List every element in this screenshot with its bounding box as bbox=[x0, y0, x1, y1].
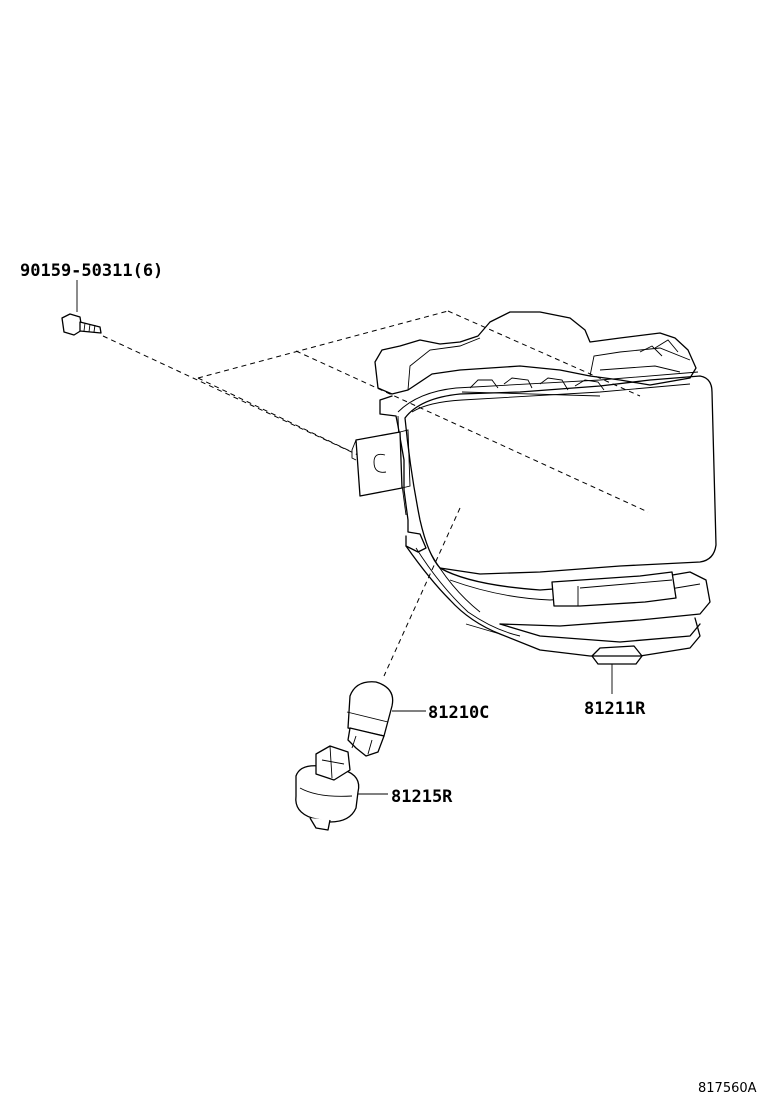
bulb-part[interactable] bbox=[346, 681, 394, 757]
bolt-part-number[interactable]: 90159-50311(6) bbox=[20, 261, 163, 281]
lamp-part-number[interactable]: 81211R bbox=[584, 699, 646, 719]
diagram-code: 817560A bbox=[698, 1081, 757, 1096]
assembly-guide-lines bbox=[102, 310, 649, 677]
fog-lamp-assembly[interactable] bbox=[351, 311, 717, 665]
socket-part[interactable] bbox=[295, 745, 360, 831]
socket-part-number[interactable]: 81215R bbox=[391, 787, 453, 807]
bolt-part[interactable] bbox=[61, 280, 102, 336]
bulb-part-number[interactable]: 81210C bbox=[428, 703, 489, 723]
